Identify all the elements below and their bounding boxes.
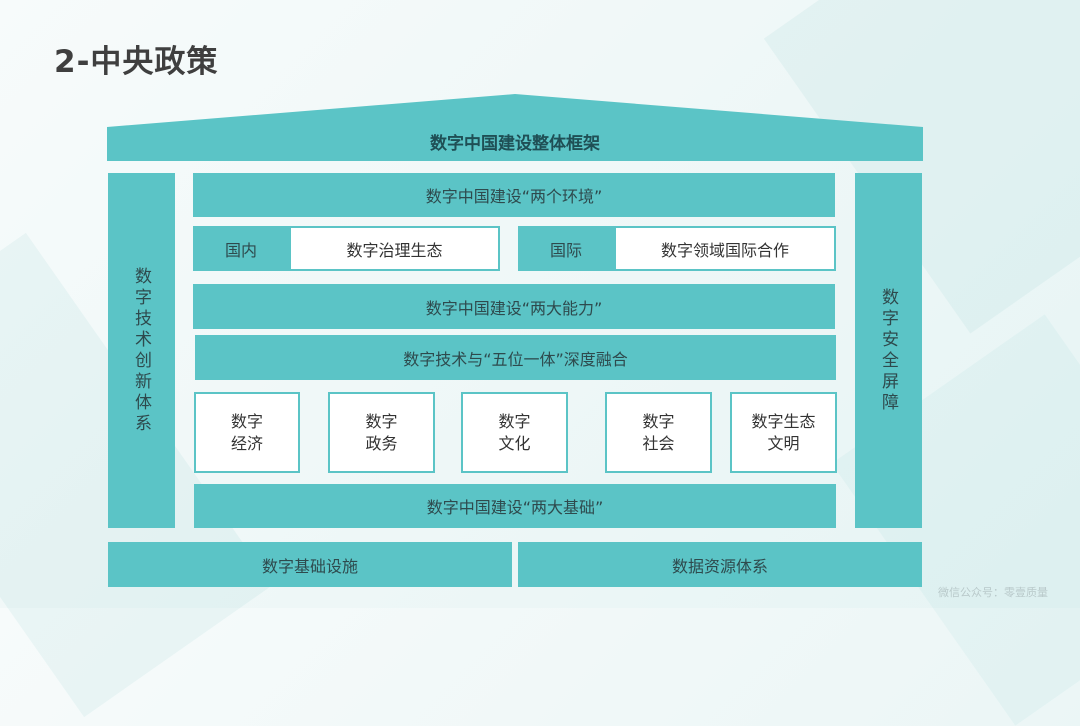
pillar-line: 数字生态: [751, 411, 816, 431]
pillar-line: 经济: [230, 433, 263, 453]
pillar-line: 数字: [230, 411, 263, 431]
integration-bar: 数字技术与“五位一体”深度融合: [195, 335, 836, 380]
pillar-line: 文化: [498, 433, 531, 453]
right-pillar-security: 数字安全屏障: [855, 173, 922, 528]
domestic-content: 数字治理生态: [289, 226, 500, 271]
capabilities-bar: 数字中国建设“两大能力”: [193, 284, 835, 329]
page-title: 2-中央政策: [54, 44, 219, 80]
base-digital-infrastructure: 数字基础设施: [108, 542, 512, 587]
domestic-tag: 国内: [193, 226, 289, 271]
roof-shape: [107, 94, 923, 161]
left-pillar-tech-innovation: 数字技术创新体系: [108, 173, 175, 528]
pillar-line: 文明: [767, 433, 800, 453]
pillar-line: 数字: [642, 411, 675, 431]
pillar-line: 社会: [642, 433, 675, 453]
watermark: 微信公众号：零壹质量: [938, 586, 1048, 599]
pillar-digital-culture: 数字 文化: [461, 392, 568, 473]
international-content: 数字领域国际合作: [614, 226, 836, 271]
foundations-bar: 数字中国建设“两大基础”: [194, 484, 836, 528]
base-data-resources: 数据资源体系: [518, 542, 922, 587]
pillar-line: 政务: [365, 433, 398, 453]
framework-roof: 数字中国建设整体框架: [107, 94, 923, 161]
pillar-digital-ecological-civilization: 数字生态 文明: [730, 392, 837, 473]
environment-bar: 数字中国建设“两个环境”: [193, 173, 835, 217]
pillar-digital-government: 数字 政务: [328, 392, 435, 473]
roof-label: 数字中国建设整体框架: [430, 133, 600, 154]
pillar-line: 数字: [498, 411, 531, 431]
pillar-line: 数字: [365, 411, 398, 431]
pillar-digital-economy: 数字 经济: [194, 392, 300, 473]
international-tag: 国际: [518, 226, 614, 271]
pillar-digital-society: 数字 社会: [605, 392, 712, 473]
